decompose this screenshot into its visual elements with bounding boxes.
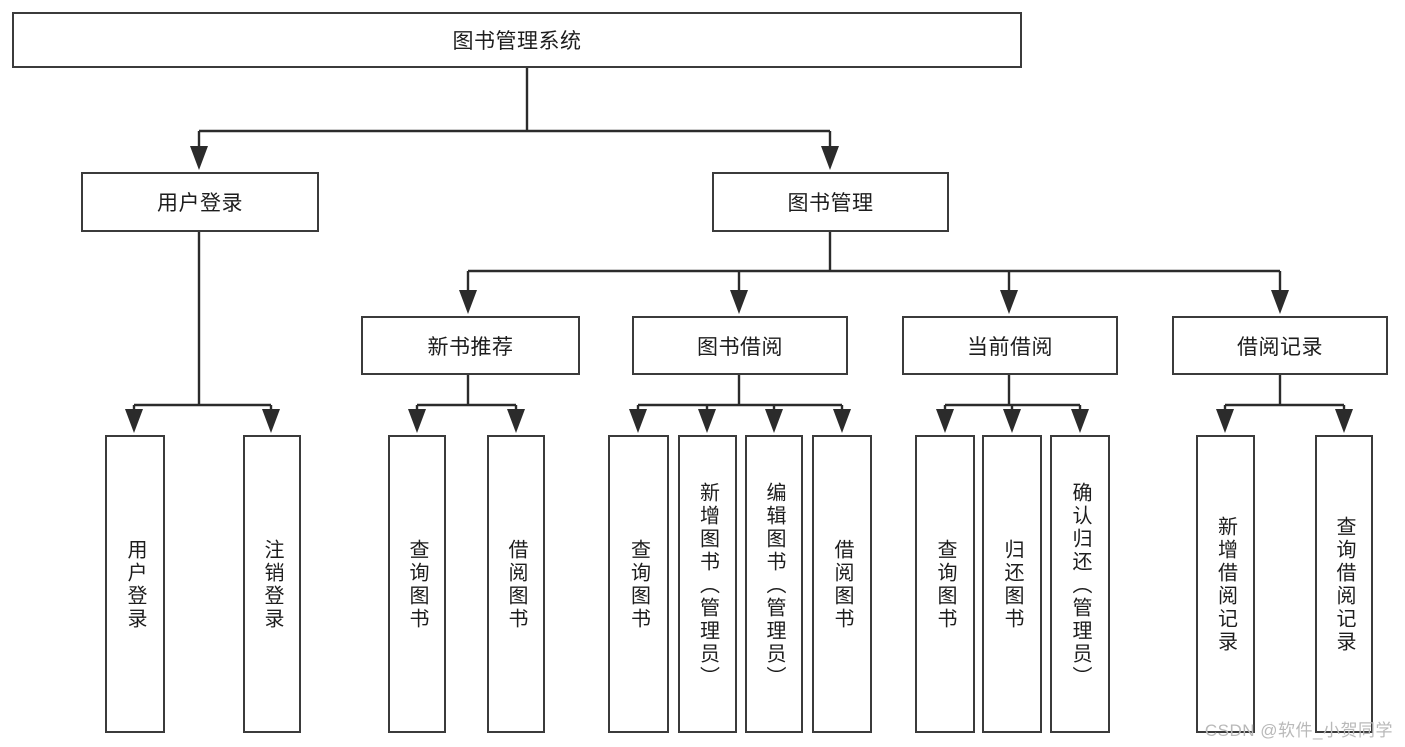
node-leaf-user-login[interactable]: 用户登录: [105, 435, 165, 733]
arrowhead-bookmgmt-to-record: [1271, 290, 1289, 314]
arrowhead-borrow-to-leaf2: [698, 409, 716, 433]
node-label-root: 图书管理系统: [452, 30, 582, 53]
arrowhead-bookmgmt-to-borrow: [730, 290, 748, 314]
arrowhead-record-to-leaf1: [1216, 409, 1234, 433]
node-label-leaf-borrow-book-rec: 借阅图书: [505, 539, 527, 631]
node-leaf-confirm-return[interactable]: 确认归还（管理员）: [1050, 435, 1110, 733]
node-label-leaf-user-login: 用户登录: [124, 539, 146, 631]
arrowhead-rec-to-leaf1: [408, 409, 426, 433]
arrowhead-bookmgmt-to-rec: [459, 290, 477, 314]
arrowhead-root-to-bookmgmt: [821, 146, 839, 170]
node-label-leaf-return-book: 归还图书: [1001, 539, 1023, 631]
arrowhead-record-to-leaf2: [1335, 409, 1353, 433]
node-book-borrow[interactable]: 图书借阅: [632, 316, 848, 375]
node-new-book-recommend[interactable]: 新书推荐: [361, 316, 580, 375]
arrowhead-login-to-leaf1: [125, 409, 143, 433]
node-root[interactable]: 图书管理系统: [12, 12, 1022, 68]
arrowhead-login-to-leaf2: [262, 409, 280, 433]
node-leaf-query-record[interactable]: 查询借阅记录: [1315, 435, 1373, 733]
node-leaf-query-book-borrow[interactable]: 查询图书: [608, 435, 669, 733]
node-label-user-login: 用户登录: [157, 192, 243, 215]
arrowhead-borrow-to-leaf3: [765, 409, 783, 433]
node-label-book-management: 图书管理: [787, 192, 874, 215]
arrowhead-cur-to-leaf3: [1071, 409, 1089, 433]
node-book-management[interactable]: 图书管理: [712, 172, 949, 232]
watermark: CSDN @软件_小贺同学: [1204, 721, 1393, 740]
node-label-book-borrow: 图书借阅: [697, 335, 783, 359]
node-label-leaf-confirm-return: 确认归还（管理员）: [1069, 481, 1091, 689]
arrowhead-cur-to-leaf1: [936, 409, 954, 433]
node-leaf-query-book-rec[interactable]: 查询图书: [388, 435, 446, 733]
arrowhead-bookmgmt-to-cur: [1000, 290, 1018, 314]
node-label-current-borrow: 当前借阅: [967, 335, 1053, 359]
arrowhead-rec-to-leaf2: [507, 409, 525, 433]
node-leaf-query-book-cur[interactable]: 查询图书: [915, 435, 975, 733]
node-label-leaf-add-record: 新增借阅记录: [1214, 516, 1237, 654]
arrowhead-root-to-login: [190, 146, 208, 170]
node-label-leaf-query-record: 查询借阅记录: [1333, 516, 1355, 654]
node-user-login[interactable]: 用户登录: [81, 172, 319, 232]
node-label-leaf-query-book-borrow: 查询图书: [627, 539, 650, 631]
node-label-leaf-add-book: 新增图书（管理员）: [696, 481, 719, 689]
node-label-leaf-query-book-rec: 查询图书: [406, 539, 428, 631]
node-leaf-borrow-book[interactable]: 借阅图书: [812, 435, 872, 733]
node-label-leaf-edit-book: 编辑图书（管理员）: [763, 481, 785, 689]
arrowhead-borrow-to-leaf1: [629, 409, 647, 433]
node-label-leaf-borrow-book: 借阅图书: [831, 539, 853, 631]
node-label-leaf-logout: 注销登录: [261, 539, 283, 631]
node-leaf-logout[interactable]: 注销登录: [243, 435, 301, 733]
node-label-borrow-record: 借阅记录: [1237, 335, 1323, 359]
node-borrow-record[interactable]: 借阅记录: [1172, 316, 1388, 375]
node-leaf-add-record[interactable]: 新增借阅记录: [1196, 435, 1255, 733]
arrowhead-borrow-to-leaf4: [833, 409, 851, 433]
node-leaf-return-book[interactable]: 归还图书: [982, 435, 1042, 733]
node-current-borrow[interactable]: 当前借阅: [902, 316, 1118, 375]
node-leaf-add-book[interactable]: 新增图书（管理员）: [678, 435, 737, 733]
node-label-leaf-query-book-cur: 查询图书: [934, 539, 956, 631]
node-leaf-borrow-book-rec[interactable]: 借阅图书: [487, 435, 545, 733]
arrowhead-cur-to-leaf2: [1003, 409, 1021, 433]
node-leaf-edit-book[interactable]: 编辑图书（管理员）: [745, 435, 803, 733]
node-label-new-book-recommend: 新书推荐: [427, 335, 514, 359]
